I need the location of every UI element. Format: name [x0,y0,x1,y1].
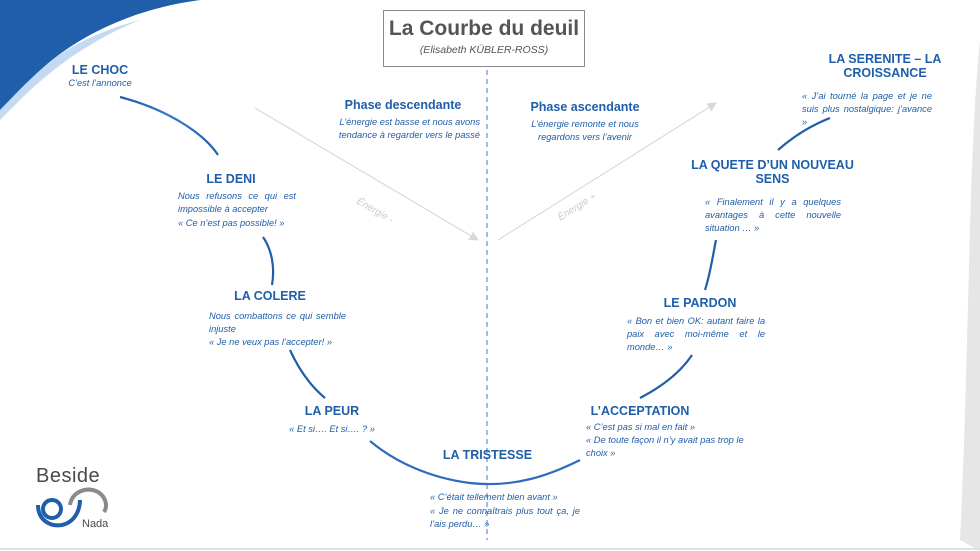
logo-mark [36,487,108,528]
stage-acceptation-text-1: « C’est pas si mal en fait » [586,422,696,432]
stage-choc-title: LE CHOC [71,63,129,77]
stage-colere-title: LA COLERE [234,289,306,303]
stage-serenite-title: LA SERENITE – LA CROISSANCE [828,52,942,80]
logo-name: Beside [36,465,101,487]
stage-serenite-text: « J’ai tourné la page et je ne suis plus… [802,91,932,127]
page-subtitle: (Elisabeth KÜBLER-ROSS) [419,44,549,56]
stage-pardon-text: « Bon et bien OK: autant faire la paix a… [627,316,765,352]
stage-colere-text-1: Nous combattons ce qui semble injuste [209,311,346,334]
stage-choc-text: C’est l’annonce [68,78,132,88]
curve-colere-peur [288,349,326,399]
stage-acceptation-title: L’ACCEPTATION [590,404,690,418]
phase-ascending-title: Phase ascendante [530,100,640,114]
curve-acceptation-pardon [639,354,693,399]
stage-quete-text: « Finalement il y a quelques avantages à… [705,197,841,233]
stage-acceptation-text-2: « De toute façon il n’y avait pas trop l… [586,435,744,458]
phase-ascending-text: L’énergie remonte et nous regardons vers… [531,119,639,142]
energy-plus-arrow [497,102,718,241]
stage-deni-text-2: « Ce n’est pas possible! » [178,218,285,228]
stage-deni-text-1: Nous refusons ce qui est impossible à ac… [178,191,296,214]
stage-tristesse-title: LA TRISTESSE [442,448,533,462]
top-left-swoosh [0,0,200,110]
stage-tristesse-text-1: « C’était tellement bien avant » [430,492,558,502]
right-swoosh [960,40,980,551]
stage-pardon-title: LE PARDON [663,296,737,310]
stage-quete-title: LA QUETE D’UN NOUVEAU SENS [691,158,854,186]
curve-quete-serenite [777,116,831,151]
curve-pardon-quete [703,239,718,291]
stage-colere-text-2: « Je ne veux pas l’accepter! » [209,337,332,347]
energy-minus-arrow [254,107,480,241]
curve-deni-colere [262,236,275,286]
page-title: La Courbe du deuil [388,17,580,40]
stage-tristesse-text-2: « Je ne connaîtrais plus tout ça, je l’a… [430,506,580,529]
title-box: La Courbe du deuil (Elisabeth KÜBLER-ROS… [383,10,585,67]
stage-peur-text: « Et si…. Et si…. ? » [289,424,375,434]
stage-peur-title: LA PEUR [304,404,360,418]
logo-sub: Nada [82,518,109,530]
phase-descending-title: Phase descendante [344,98,462,112]
phase-descending-text: L’énergie est basse et nous avons tendan… [338,117,480,140]
curve-choc-deni [119,95,219,156]
curve-peur-tristesse [369,440,581,486]
stage-deni-title: LE DENI [206,172,256,186]
